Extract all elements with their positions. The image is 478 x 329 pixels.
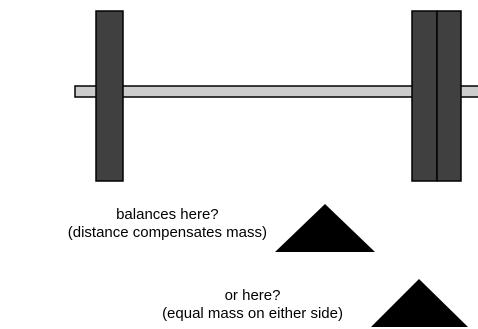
equal-mass-option-caption: or here? (equal mass on either side) xyxy=(162,287,343,323)
fulcrum-distance-option xyxy=(275,204,375,252)
equal-mass-option-note: (equal mass on either side) xyxy=(162,305,343,322)
right-weight-plate-outer xyxy=(436,10,462,182)
barbell-bar xyxy=(74,85,478,98)
equal-mass-option-question: or here? xyxy=(224,287,281,304)
left-weight-plate xyxy=(95,10,124,182)
distance-option-caption: balances here? (distance compensates mas… xyxy=(68,206,267,242)
fulcrum-center-of-mass-option xyxy=(371,279,468,327)
right-weight-plate-inner xyxy=(411,10,438,182)
distance-option-note: (distance compensates mass) xyxy=(67,224,267,241)
distance-option-question: balances here? xyxy=(116,206,219,223)
